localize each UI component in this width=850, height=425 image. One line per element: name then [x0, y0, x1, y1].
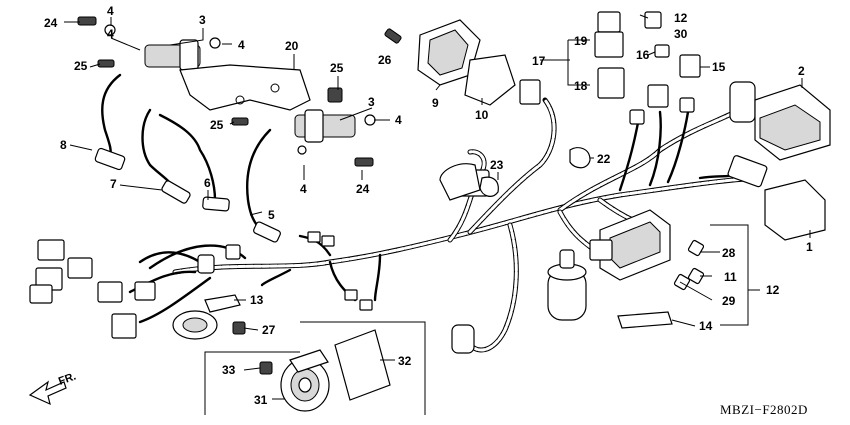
harness-cover-dome [439, 163, 481, 201]
drawing-code: MBZI−F2802D [720, 402, 808, 417]
callout-7: 7 [110, 177, 117, 191]
callout-19: 19 [574, 34, 588, 48]
callout-3: 3 [199, 13, 206, 27]
callout-32: 32 [398, 354, 412, 368]
callout-29: 29 [722, 294, 736, 308]
callout-3: 3 [368, 95, 375, 109]
callout-25: 25 [74, 59, 88, 73]
callout-8: 8 [60, 138, 67, 152]
callout-labels: 24 4 4 3 4 25 20 25 3 4 25 24 4 8 7 6 5 … [44, 4, 813, 407]
callout-31: 31 [254, 393, 268, 407]
callout-24: 24 [44, 16, 58, 30]
callout-11: 11 [724, 270, 737, 284]
callout-17: 17 [532, 54, 546, 68]
control-module-9 [417, 19, 481, 86]
callout-25: 25 [330, 61, 344, 75]
callout-24: 24 [356, 182, 370, 196]
callout-10: 10 [475, 108, 489, 122]
callout-13: 13 [250, 293, 264, 307]
rubber-plate-10 [464, 54, 516, 106]
horn-cover [334, 329, 391, 401]
fuses [617, 239, 705, 329]
horn-lower [280, 349, 330, 412]
coil-bracket [179, 64, 311, 111]
callout-6: 6 [204, 176, 211, 190]
callout-14: 14 [699, 319, 713, 333]
callout-25: 25 [210, 118, 224, 132]
wire-clamps [479, 147, 591, 197]
leader-lines [64, 14, 811, 400]
relays [594, 11, 701, 99]
horn-upper [172, 294, 241, 340]
callout-12: 12 [766, 283, 780, 297]
callout-27: 27 [262, 323, 276, 337]
callout-4: 4 [107, 27, 114, 41]
callout-4: 4 [238, 38, 245, 52]
callout-33: 33 [222, 363, 236, 377]
callout-22: 22 [597, 152, 611, 166]
callout-16: 16 [636, 48, 650, 62]
callout-18: 18 [574, 79, 588, 93]
callout-30: 30 [674, 27, 688, 41]
harness-connector-bottom [451, 324, 475, 354]
fuse-box [589, 209, 671, 281]
callout-2: 2 [798, 64, 805, 78]
callout-28: 28 [722, 246, 736, 260]
horn-group-bracket [204, 321, 426, 415]
ecu-cover [764, 179, 826, 241]
callout-4: 4 [107, 4, 114, 18]
callout-4: 4 [300, 182, 307, 196]
ecu-connector [727, 155, 768, 188]
ignition-coil-lower [294, 109, 376, 155]
callout-4: 4 [395, 113, 402, 127]
ignition-switch [547, 249, 587, 321]
bolts [77, 16, 402, 375]
callout-12: 12 [674, 11, 688, 25]
callout-1: 1 [806, 240, 813, 254]
left-connectors [29, 231, 373, 339]
front-direction-arrow: FR. [28, 370, 78, 406]
callout-23: 23 [490, 158, 504, 172]
ecu-unit [729, 81, 831, 161]
callout-15: 15 [712, 60, 726, 74]
ignition-wires [94, 73, 281, 243]
svg-text:FR.: FR. [57, 370, 78, 387]
callout-9: 9 [432, 96, 439, 110]
callout-26: 26 [378, 53, 392, 67]
callout-5: 5 [268, 208, 275, 222]
ignition-coil-upper [104, 24, 221, 71]
callout-20: 20 [285, 39, 299, 53]
